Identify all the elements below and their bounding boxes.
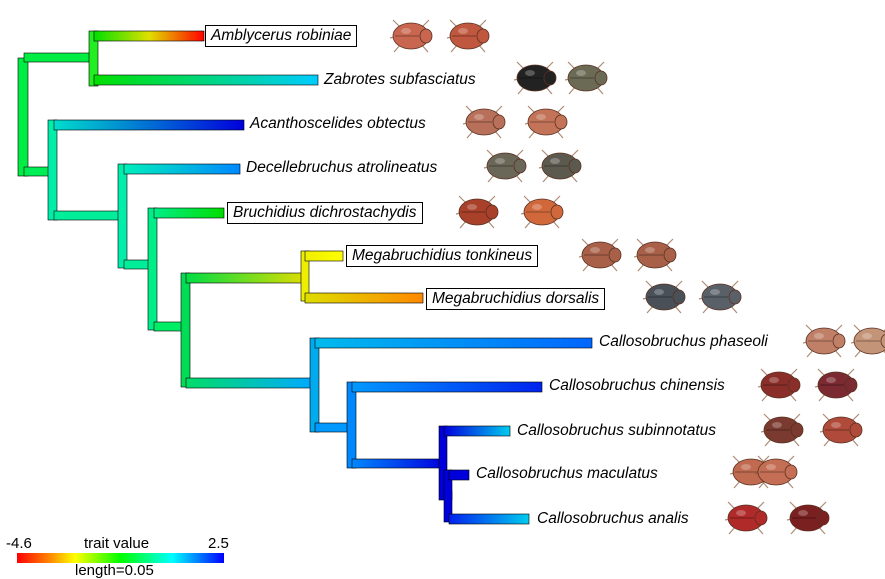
beetle-image-callosobruchus-analis-1 (725, 502, 767, 534)
branch-zabrotes (94, 75, 318, 85)
beetle-image-callosobruchus-subinnotatus-1 (761, 414, 803, 446)
beetle-image-megabruchidius-dorsalis-2 (699, 281, 741, 313)
beetle-image-callosobruchus-maculatus-2 (755, 456, 797, 488)
branch-root-vertical (18, 58, 28, 176)
branch-callosobruchus-vertical (310, 338, 319, 432)
beetle-image-callosobruchus-analis-2 (787, 502, 829, 534)
tip-label-amblycerus-robiniae: Amblycerus robiniae (205, 25, 357, 47)
tip-label-zabrotes-subfasciatus: Zabrotes subfasciatus (324, 70, 476, 90)
beetle-image-amblycerus-robiniae-2 (447, 20, 489, 52)
beetle-image-bruchidius-dichrostachydis-2 (521, 196, 563, 228)
beetle-image-callosobruchus-phaseoli-2 (851, 325, 885, 357)
tip-label-bruchidius-dichrostachydis: Bruchidius dichrostachydis (227, 202, 423, 224)
branch-clade-d-vertical (148, 208, 157, 330)
branch-callosobruchus (186, 378, 312, 388)
branch-clade-e-vertical (181, 273, 190, 387)
branch-chinensis (352, 382, 542, 392)
legend-max-value: 2.5 (208, 535, 229, 552)
tip-label-callosobruchus-maculatus: Callosobruchus maculatus (476, 464, 658, 484)
beetle-image-acanthoscelides-obtectus-1 (463, 106, 505, 138)
branch-clade-f-vertical (347, 382, 356, 468)
branch-clade-c (54, 211, 124, 220)
branch-clade-c-vertical (118, 164, 127, 268)
beetle-image-megabruchidius-tonkineus-1 (579, 239, 621, 271)
beetle-image-callosobruchus-phaseoli-1 (803, 325, 845, 357)
tip-label-acanthoscelides-obtectus: Acanthoscelides obtectus (250, 114, 426, 134)
branch-acanthoscelides (54, 120, 244, 130)
branch-tonkineus (305, 251, 343, 261)
legend-min-value: -4.6 (6, 535, 32, 552)
tip-label-callosobruchus-analis: Callosobruchus analis (537, 509, 689, 529)
branch-clade-b-vertical (48, 120, 57, 220)
beetle-image-zabrotes-subfasciatus-2 (565, 62, 607, 94)
branch-amblycerus (94, 31, 204, 41)
tip-label-callosobruchus-subinnotatus: Callosobruchus subinnotatus (517, 421, 716, 441)
beetle-image-decellebruchus-atrolineatus-1 (484, 150, 526, 182)
tip-label-callosobruchus-chinensis: Callosobruchus chinensis (549, 376, 725, 396)
beetle-image-callosobruchus-subinnotatus-2 (820, 414, 862, 446)
beetle-image-megabruchidius-tonkineus-2 (634, 239, 676, 271)
branch-dorsalis (305, 293, 423, 303)
legend-title: trait value (84, 535, 149, 552)
beetle-image-bruchidius-dichrostachydis-1 (456, 196, 498, 228)
branch-megabruchidius (186, 273, 304, 283)
legend-scale-length: length=0.05 (75, 562, 154, 579)
beetle-image-amblycerus-robiniae-1 (390, 20, 432, 52)
branch-decellebruchus (124, 164, 240, 174)
tip-label-megabruchidius-tonkineus: Megabruchidius tonkineus (346, 245, 538, 267)
beetle-image-decellebruchus-atrolineatus-2 (539, 150, 581, 182)
branch-clade-g (352, 459, 444, 468)
beetle-image-acanthoscelides-obtectus-2 (525, 106, 567, 138)
tip-label-megabruchidius-dorsalis: Megabruchidius dorsalis (426, 288, 605, 310)
beetle-image-megabruchidius-dorsalis-1 (643, 281, 685, 313)
tip-label-decellebruchus-atrolineatus: Decellebruchus atrolineatus (246, 158, 437, 178)
tip-label-callosobruchus-phaseoli: Callosobruchus phaseoli (599, 332, 768, 352)
beetle-image-callosobruchus-chinensis-1 (758, 369, 800, 401)
branch-clade-a (24, 53, 96, 62)
branch-analis (449, 514, 529, 524)
branch-phaseoli (315, 338, 592, 348)
branch-maculatus (449, 470, 469, 480)
beetle-image-callosobruchus-chinensis-2 (815, 369, 857, 401)
branch-subinnotatus (444, 426, 510, 436)
beetle-image-zabrotes-subfasciatus-1 (514, 62, 556, 94)
branch-bruchidius (154, 208, 224, 218)
